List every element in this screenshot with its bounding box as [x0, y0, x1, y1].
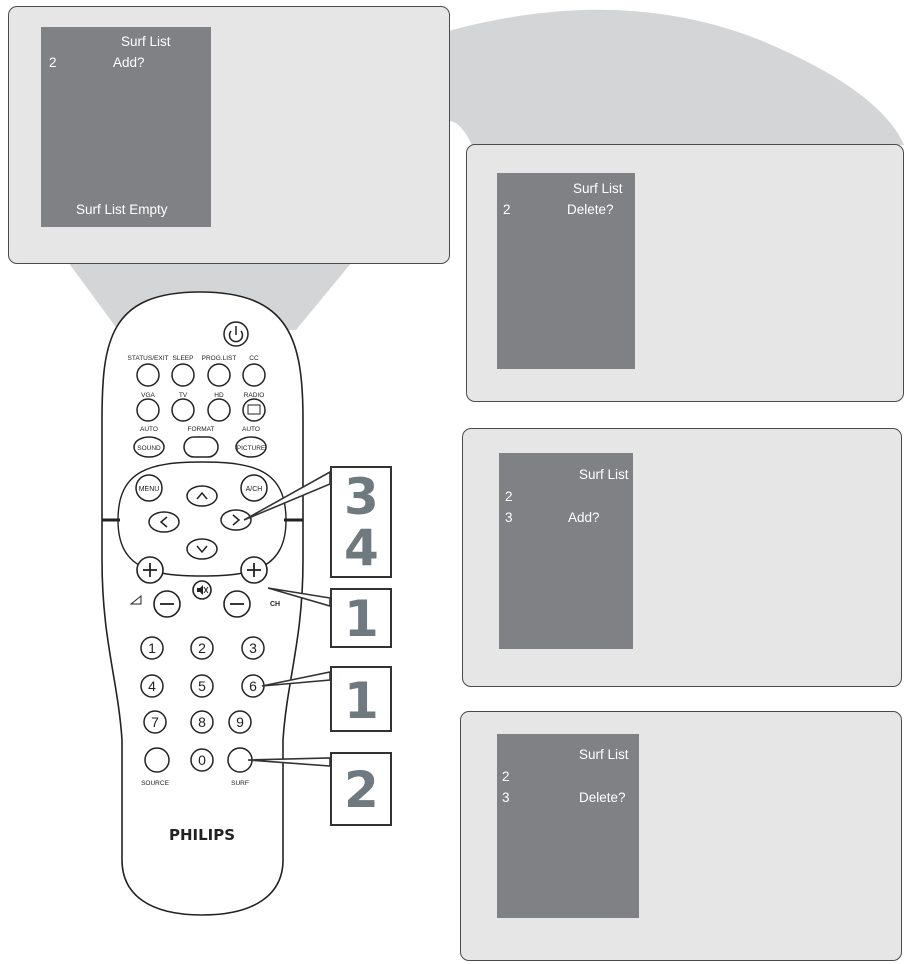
chevron-down-icon [196, 545, 208, 554]
ach-button[interactable] [240, 474, 268, 502]
vga-label: VGA [141, 392, 155, 399]
step-box-3-4: 3 4 [330, 466, 392, 578]
status-exit-label: STATUS/EXIT [128, 355, 169, 362]
digit-8-text: 8 [198, 714, 206, 730]
panel-3-osd-screen: Surf List 2 3 Delete? [497, 734, 639, 918]
radio-label: RADIO [244, 392, 265, 399]
step-number-4: 4 [344, 519, 379, 577]
step-box-2: 2 [330, 752, 392, 826]
step-number-3: 3 [344, 468, 379, 526]
digit-3-text: 3 [249, 640, 257, 656]
step-number-2: 2 [344, 761, 379, 819]
sleep-button[interactable] [171, 363, 195, 387]
osd-footer: Surf List Empty [76, 202, 168, 217]
digit-1-text: 1 [148, 640, 156, 656]
digit-6-text: 6 [249, 678, 257, 694]
nav-down-button[interactable] [186, 538, 218, 560]
osd-title: Surf List [573, 181, 623, 196]
panel-1: Surf List 2 Delete? [466, 144, 904, 402]
osd-row-text: Add? [113, 55, 145, 70]
top-osd-screen: Surf List 2 Add? Surf List Empty [41, 27, 211, 227]
auto-sound-label: AUTO [140, 426, 158, 433]
panel-2-osd-screen: Surf List 2 3 Add? [499, 453, 633, 649]
digit-5-button[interactable] [190, 674, 214, 698]
osd-title: Surf List [579, 747, 629, 762]
sound-text: SOUND [137, 445, 161, 452]
menu-button[interactable] [135, 474, 163, 502]
panel-1-osd-screen: Surf List 2 Delete? [497, 173, 635, 369]
hd-button[interactable] [207, 398, 231, 422]
ch-label: CH [270, 601, 280, 608]
osd-row-text: Delete? [579, 790, 626, 805]
osd-row-number: 2 [49, 55, 57, 70]
auto-picture-label: AUTO [242, 426, 260, 433]
top-screen-panel: Surf List 2 Add? Surf List Empty [8, 6, 450, 264]
digit-3-button[interactable] [241, 636, 265, 660]
picture-text: PICTURE [237, 445, 266, 452]
chevron-up-icon [196, 491, 208, 500]
nav-right-button[interactable] [220, 509, 252, 531]
osd-row-text: Delete? [567, 202, 614, 217]
sleep-label: SLEEP [173, 355, 194, 362]
nav-up-button[interactable] [186, 485, 218, 507]
osd-title: Surf List [121, 34, 171, 49]
surf-label: SURF [231, 780, 249, 787]
chevron-left-icon [159, 516, 168, 528]
digit-4-text: 4 [148, 678, 156, 694]
digit-9-button[interactable] [228, 710, 252, 734]
power-button[interactable] [223, 321, 249, 347]
prog-list-button[interactable] [207, 363, 231, 387]
digit-9-text: 9 [236, 714, 244, 730]
digit-7-text: 7 [151, 714, 159, 730]
panel-3: Surf List 2 3 Delete? [460, 711, 902, 961]
step-number-1: 1 [344, 672, 379, 730]
osd-row-number: 2 [503, 202, 511, 217]
digit-0-text: 0 [198, 752, 206, 768]
radio-icon [247, 404, 261, 415]
step-box-1a: 1 [330, 588, 392, 648]
tv-label: TV [179, 392, 188, 399]
ach-text: A/CH [246, 486, 263, 493]
osd-row-number-2: 3 [502, 790, 510, 805]
osd-row-number-2: 3 [505, 510, 513, 525]
digit-7-button[interactable] [143, 710, 167, 734]
digit-5-text: 5 [198, 678, 206, 694]
brand-logo: PHILIPS [169, 826, 235, 844]
format-button[interactable] [183, 436, 219, 458]
osd-row-number: 2 [502, 769, 510, 784]
hd-label: HD [214, 392, 224, 399]
digit-2-text: 2 [198, 640, 206, 656]
digit-2-button[interactable] [190, 636, 214, 660]
tv-button[interactable] [171, 398, 195, 422]
sound-button[interactable] [133, 436, 165, 458]
cc-label: CC [249, 355, 259, 362]
menu-text: MENU [139, 486, 160, 493]
osd-title: Surf List [579, 467, 629, 482]
digit-8-button[interactable] [190, 710, 214, 734]
mute-icon [197, 585, 209, 595]
status-exit-button[interactable] [136, 363, 160, 387]
step-number-1: 1 [344, 590, 379, 648]
source-button[interactable] [144, 747, 170, 773]
picture-button[interactable] [235, 436, 267, 458]
vga-button[interactable] [136, 398, 160, 422]
volume-icon [129, 594, 142, 605]
prog-list-label: PROG.LIST [202, 355, 237, 362]
nav-left-button[interactable] [148, 511, 180, 533]
digit-0-button[interactable] [190, 748, 214, 772]
chevron-right-icon [232, 514, 241, 526]
osd-row-number: 2 [505, 489, 513, 504]
panel-2: Surf List 2 3 Add? [462, 428, 902, 687]
digit-1-button[interactable] [140, 636, 164, 660]
step-box-1b: 1 [330, 666, 392, 732]
format-label: FORMAT [188, 426, 215, 433]
source-label: SOURCE [141, 780, 169, 787]
osd-row-text: Add? [568, 510, 600, 525]
digit-4-button[interactable] [140, 674, 164, 698]
cc-button[interactable] [242, 363, 266, 387]
